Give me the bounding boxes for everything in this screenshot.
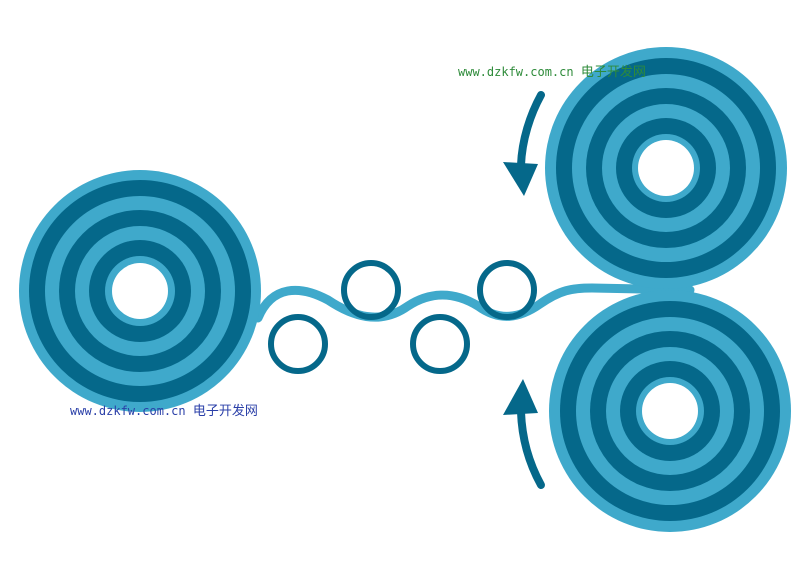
clockwise-down-arrow <box>503 91 545 196</box>
guide-roller-4 <box>477 260 537 320</box>
guide-roller-2 <box>341 260 401 320</box>
watermark-url: www.dzkfw.com.cn <box>70 404 186 418</box>
guide-roller-1 <box>268 314 328 374</box>
watermark-top: www.dzkfw.com.cn 电子开发网 <box>458 61 646 80</box>
material-web <box>253 283 695 323</box>
supply-roll <box>19 170 261 412</box>
watermark-site-name: 电子开发网 <box>580 65 646 80</box>
watermark-url: www.dzkfw.com.cn <box>458 65 574 79</box>
guide-roller-3 <box>410 314 470 374</box>
watermark-site-name: 电子开发网 <box>192 404 258 419</box>
counterclockwise-up-arrow <box>503 379 545 489</box>
watermark-bottom: www.dzkfw.com.cn 电子开发网 <box>70 400 258 419</box>
upper-roll <box>545 47 787 289</box>
lower-roll <box>549 290 791 532</box>
